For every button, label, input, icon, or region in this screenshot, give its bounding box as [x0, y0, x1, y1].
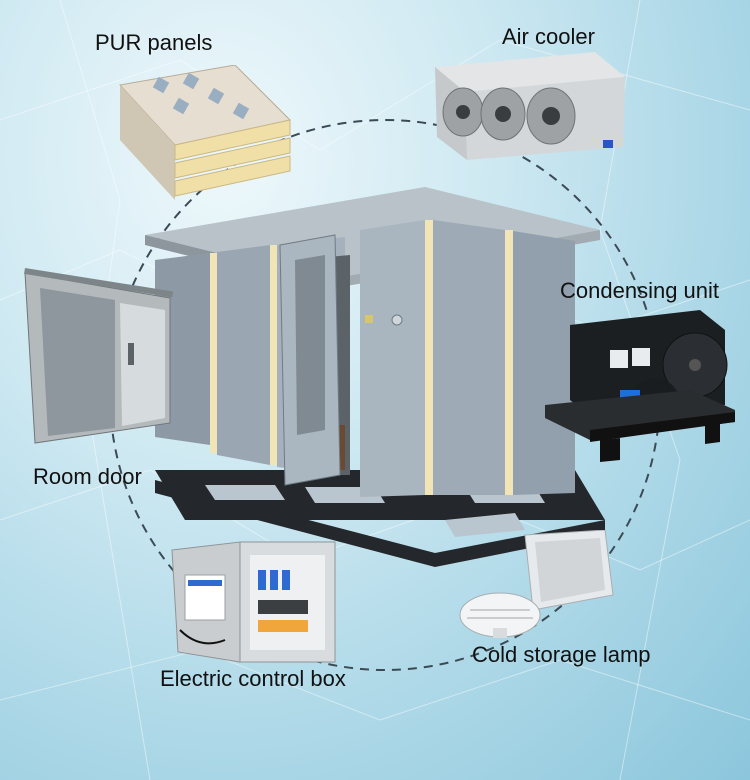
cold-room-image	[145, 187, 605, 567]
pur-panels-image	[119, 65, 292, 200]
pur-panels-label: PUR panels	[95, 30, 213, 55]
cold-storage-lamp-image	[459, 530, 614, 638]
room-door-image	[24, 268, 174, 444]
electric-control-box-image	[171, 541, 336, 663]
electric-control-box-label: Electric control box	[160, 666, 346, 691]
air-cooler-label: Air cooler	[502, 24, 595, 49]
cold-storage-lamp-label: Cold storage lamp	[472, 642, 651, 667]
condensing-unit-image	[545, 310, 735, 462]
air-cooler-image	[435, 52, 625, 160]
room-door-label: Room door	[33, 464, 142, 489]
condensing-unit-label: Condensing unit	[560, 278, 720, 303]
